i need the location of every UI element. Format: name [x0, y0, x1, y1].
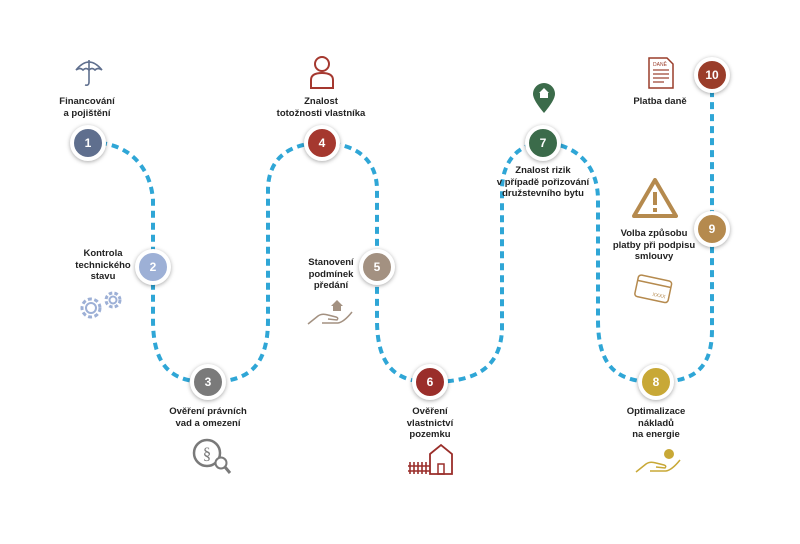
step-number: 8	[652, 375, 660, 389]
step-4-label: Znalost totožnosti vlastníka	[276, 96, 366, 119]
step-2: 2	[135, 249, 171, 285]
step-number: 1	[84, 136, 92, 150]
step-1-label: Financování a pojištění	[59, 96, 115, 119]
step-number: 4	[318, 136, 326, 150]
card-text: XXXX	[652, 292, 667, 301]
step-9: 9	[694, 211, 730, 247]
law-magnifier-icon: §	[192, 438, 232, 474]
step-number: 5	[373, 260, 381, 274]
step-8-label: Optimalizace nákladů na energie	[626, 406, 686, 440]
house-fence-icon	[408, 443, 453, 475]
umbrella-icon	[75, 60, 103, 86]
step-number: 3	[204, 375, 212, 389]
step-6-label: Ověření vlastnictví pozemku	[406, 406, 454, 440]
step-7-label: Znalost rizik v případě pořizování družs…	[496, 165, 590, 199]
step-10-label: Platba daně	[633, 96, 687, 107]
step-number: 2	[149, 260, 157, 274]
step-number: 9	[708, 222, 716, 236]
step-3-label: Ověření právních vad a omezení	[169, 406, 247, 429]
person-icon	[310, 56, 334, 89]
step-2-label: Kontrola technického stavu	[75, 248, 131, 282]
warning-icon	[632, 178, 678, 218]
step-10: 10	[694, 57, 730, 93]
svg-text:§: §	[203, 444, 212, 463]
step-3: 3	[190, 364, 226, 400]
hand-coin-icon	[635, 449, 681, 473]
step-number: 10	[705, 68, 719, 82]
tax-document-text: DANĚ	[653, 60, 668, 68]
step-4: 4	[304, 125, 340, 161]
step-number: 7	[539, 136, 547, 150]
hand-house-icon	[307, 300, 353, 325]
payment-card-icon: XXXX	[634, 274, 673, 304]
step-5: 5	[359, 249, 395, 285]
step-1: 1	[70, 125, 106, 161]
location-pin-icon	[533, 83, 555, 113]
step-8: 8	[638, 364, 674, 400]
gears-icon	[80, 291, 122, 319]
step-6: 6	[412, 364, 448, 400]
tax-document-icon: DANĚ	[648, 57, 674, 89]
step-9-label: Volba způsobu platby při podpisu smlouvy	[612, 228, 696, 262]
step-number: 6	[426, 375, 434, 389]
step-7: 7	[525, 125, 561, 161]
step-5-label: Stanovení podmínek předání	[308, 257, 354, 291]
